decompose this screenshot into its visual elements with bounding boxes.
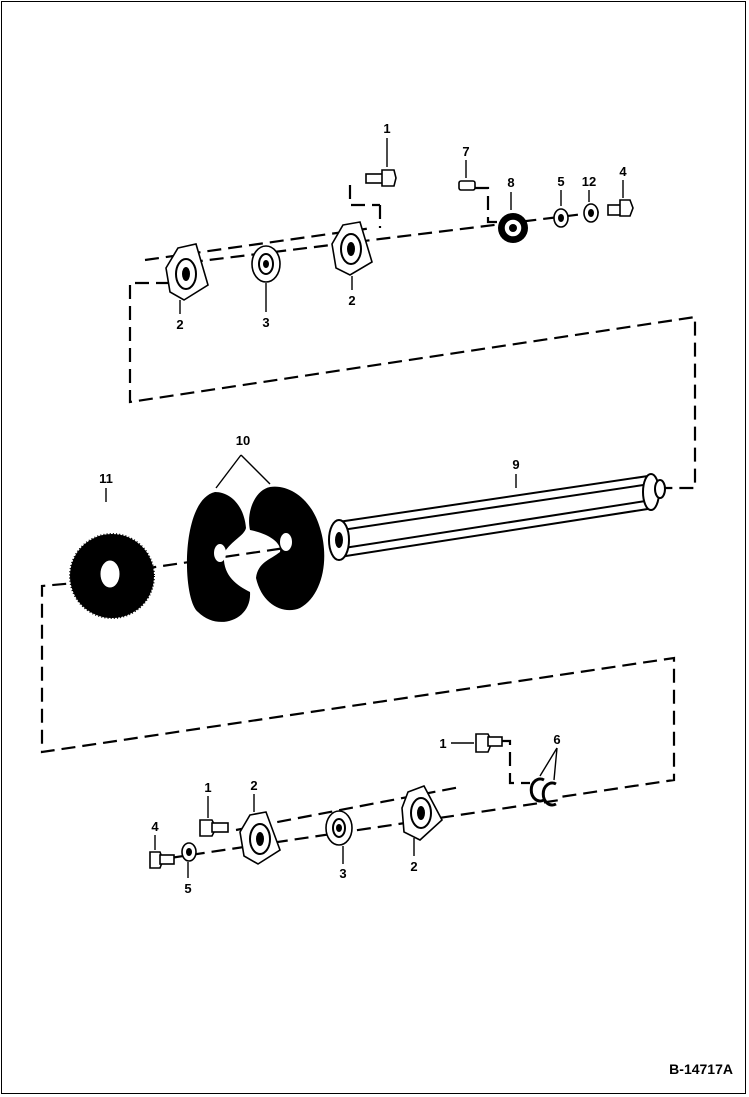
callout-1-top: 1 — [383, 121, 390, 136]
nut-4-bottom — [149, 851, 175, 869]
shaft-9 — [328, 473, 666, 561]
nut-4-top — [607, 199, 634, 217]
callout-12: 12 — [582, 174, 596, 189]
washer-5-bottom — [181, 842, 197, 862]
bottom-assembly-leader-lines — [169, 739, 561, 860]
top-assembly-leader-lines — [128, 185, 697, 490]
callout-4-top: 4 — [619, 164, 627, 179]
callout-4-bottom: 4 — [151, 819, 159, 834]
callout-5-top: 5 — [557, 174, 564, 189]
callout-5-bottom: 5 — [184, 881, 191, 896]
bolt-top — [365, 169, 397, 187]
bolt-mid — [475, 733, 503, 753]
callout-2-bottom-right: 2 — [410, 859, 417, 874]
callout-3-top: 3 — [262, 315, 269, 330]
bearing-3-bottom — [325, 810, 353, 846]
callout-3-bottom: 3 — [339, 866, 346, 881]
top-callout-leaders — [179, 138, 624, 314]
callout-labels: 1 7 8 5 12 4 2 3 2 10 11 9 1 6 1 2 4 5 3… — [99, 121, 627, 896]
callout-2-top-right: 2 — [348, 293, 355, 308]
sprocket-8 — [498, 213, 528, 243]
washer-12 — [583, 203, 599, 223]
callout-11: 11 — [99, 471, 113, 486]
middle-callout-leaders — [105, 454, 517, 502]
callout-1-mid: 1 — [439, 736, 446, 751]
set-screw-7 — [458, 180, 476, 191]
callout-1-bottom: 1 — [204, 780, 211, 795]
bottom-callout-leaders — [154, 742, 558, 878]
flange-bearing-bottom-right — [401, 785, 443, 841]
callout-8: 8 — [507, 175, 514, 190]
callout-2-bottom-left: 2 — [250, 778, 257, 793]
bearing-3-top — [251, 245, 281, 283]
callout-6: 6 — [553, 732, 560, 747]
callout-10: 10 — [236, 433, 250, 448]
callout-7: 7 — [462, 144, 469, 159]
callout-9: 9 — [512, 457, 519, 472]
flange-bearing-top-left — [165, 243, 209, 301]
brush-half-10-right — [249, 486, 325, 611]
washer-5-top — [553, 208, 569, 228]
bolt-bottom — [199, 819, 229, 837]
flange-bearing-top-right — [331, 221, 373, 276]
drawing-id-label: B-14717A — [669, 1061, 733, 1077]
brush-half-10-left — [186, 492, 251, 622]
flange-bearing-bottom-left — [239, 811, 281, 865]
snap-rings-6 — [529, 777, 557, 807]
callout-2-top-left: 2 — [176, 317, 183, 332]
brush-wheel-11 — [69, 533, 155, 619]
